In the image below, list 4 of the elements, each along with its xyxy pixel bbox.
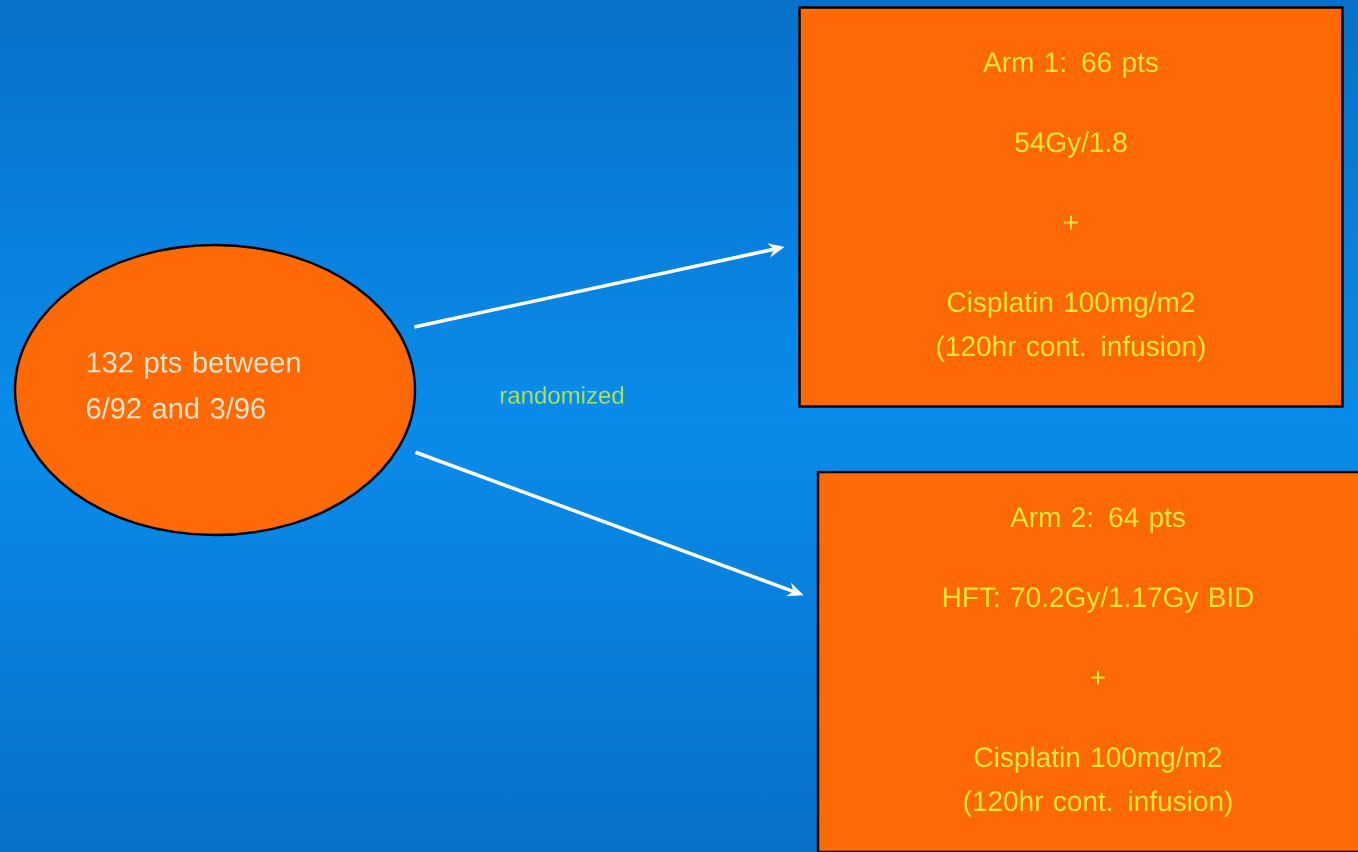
arm-box: Arm 2: 64 pts HFT: 70.2Gy/1.17Gy BID + Cisplatin 100mg/m2 (120hr cont. infusion)	[816, 470, 1358, 852]
arm-box: Arm 1: 66 pts 54Gy/1.8 + Cisplatin 100mg/m2 (120hr cont. infusion)	[798, 6, 1344, 408]
annotation: randomized	[500, 386, 624, 404]
oval: 132 pts between 6/92 and 3/96	[13, 243, 417, 537]
